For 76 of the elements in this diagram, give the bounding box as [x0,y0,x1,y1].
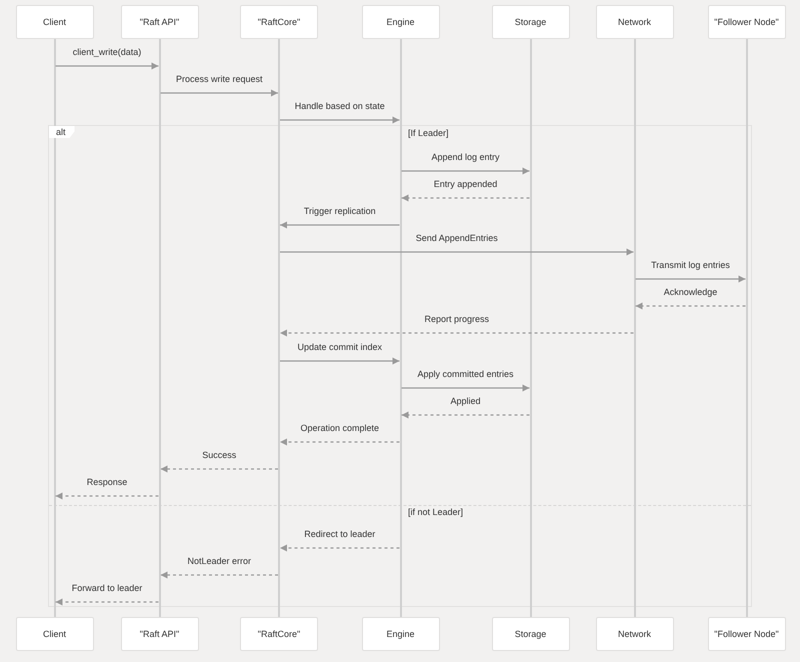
participant-name: Engine [386,16,415,28]
message-arrow [280,438,400,446]
participant-box [492,617,570,651]
message-label: Forward to leader [70,583,144,594]
message-label: Response [84,477,130,488]
message-arrow [280,358,400,364]
lifeline [400,39,402,617]
participant-name: Client [42,16,66,28]
participant-name: Engine [386,628,415,640]
guard-condition: [If Leader] [406,128,451,139]
participant-name: "Follower Node" [714,628,779,640]
message-arrow [160,572,278,578]
message-arrow [56,62,158,70]
participant-box [492,5,570,39]
participant-name: "RaftCore" [258,628,300,640]
participant-name: Storage [514,16,546,28]
message-arrow [56,492,158,500]
message-arrow [280,222,400,228]
participant-box [596,617,674,651]
message-label: Report progress [422,314,492,325]
participant-box [362,5,440,39]
message-label: NotLeader error [185,556,254,567]
message-arrow [280,330,634,336]
participant-name: Storage [514,628,546,640]
participant-name: "Raft API" [140,16,180,28]
participant-box [120,5,198,39]
participant-name: "RaftCore" [258,16,300,28]
participant-box [120,617,198,651]
lifeline [634,39,636,617]
participant-name: "Follower Node" [714,16,779,28]
message-label: Send AppendEntries [414,233,500,244]
message-arrow [280,248,634,256]
message-label: Append log entry [429,152,502,163]
message-arrow [280,544,400,552]
participant-name: Network [618,16,651,28]
message-arrow [160,90,278,96]
message-arrow [56,598,158,606]
guard-condition: [if not Leader] [406,507,466,518]
message-arrow [402,168,530,174]
participant-name: Network [618,628,651,640]
participant-box [708,617,786,651]
message-label: Process write request [174,74,265,85]
participant-name: "Raft API" [140,628,180,640]
message-arrow [160,466,278,472]
message-arrow [402,384,530,392]
message-label: Redirect to leader [302,529,378,540]
message-label: Operation complete [298,423,382,434]
lifeline [54,39,56,617]
message-label: Success [200,450,238,461]
participant-box [240,617,318,651]
message-label: Apply committed entries [415,369,516,380]
participant-box [240,5,318,39]
message-label: Applied [448,396,483,407]
participant-box [362,617,440,651]
message-label: Entry appended [432,179,500,190]
message-label: client_write(data) [70,47,144,58]
participant-name: Client [42,628,66,640]
message-label: Trigger replication [302,206,378,217]
message-label: Transmit log entries [649,260,732,271]
message-label: Handle based on state [292,101,387,112]
message-arrow [636,302,746,310]
participant-box [16,617,94,651]
message-arrow [636,276,746,282]
message-label: Acknowledge [662,287,720,298]
message-arrow [280,116,400,124]
participant-box [16,5,94,39]
message-arrow [402,194,530,202]
message-label: Update commit index [295,342,384,353]
lifeline [158,39,160,617]
message-arrow [402,412,530,418]
participant-box [708,5,786,39]
lifeline [278,39,280,617]
operator-tag: alt [49,126,75,138]
lifeline [746,39,748,617]
participant-box [596,5,674,39]
lifeline [530,39,532,617]
